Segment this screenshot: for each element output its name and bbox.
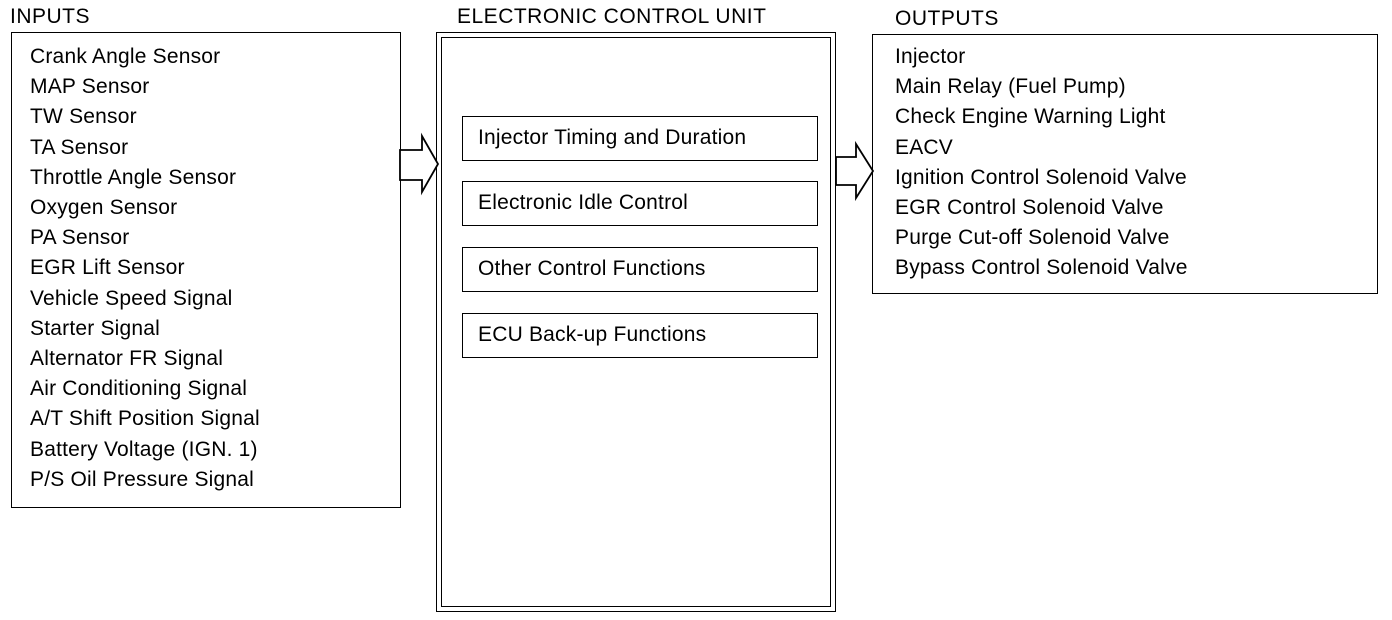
output-item: Injector	[895, 45, 966, 68]
input-item: Crank Angle Sensor	[30, 45, 221, 68]
input-item: Vehicle Speed Signal	[30, 286, 233, 310]
outputs-list: Injector Main Relay (Fuel Pump) Check En…	[895, 42, 1188, 284]
outputs-box: Injector Main Relay (Fuel Pump) Check En…	[872, 34, 1378, 294]
ecu-function-box: Electronic Idle Control	[462, 181, 818, 226]
input-item: Battery Voltage (IGN. 1)	[30, 437, 258, 461]
input-item: P/S Oil Pressure Signal	[30, 467, 255, 491]
inputs-title: INPUTS	[10, 5, 91, 28]
output-item: Check Engine Warning Light	[895, 105, 1166, 129]
input-item: TW Sensor	[30, 105, 137, 129]
ecu-box: Injector Timing and Duration Electronic …	[436, 32, 836, 612]
ecu-inner-frame: Injector Timing and Duration Electronic …	[441, 37, 831, 607]
input-item: MAP Sensor	[30, 75, 150, 99]
input-to-ecu-arrow-icon	[399, 132, 440, 196]
input-item: Throttle Angle Sensor	[30, 165, 237, 189]
input-item: EGR Lift Sensor	[30, 256, 185, 280]
output-item: Purge Cut-off Solenoid Valve	[895, 226, 1170, 250]
input-item: TA Sensor	[30, 135, 129, 159]
ecu-function-box: Injector Timing and Duration	[462, 116, 818, 161]
ecu-function-box: ECU Back-up Functions	[462, 313, 818, 358]
output-item: Main Relay (Fuel Pump)	[895, 75, 1126, 99]
input-item: Starter Signal	[30, 316, 161, 340]
inputs-box: Crank Angle Sensor MAP Sensor TW Sensor …	[11, 32, 401, 508]
outputs-title: OUTPUTS	[895, 7, 999, 30]
input-item: PA Sensor	[30, 226, 130, 250]
input-item: Oxygen Sensor	[30, 196, 178, 220]
input-item: Air Conditioning Signal	[30, 377, 248, 401]
ecu-to-output-arrow-icon	[835, 140, 875, 202]
ecu-function-box: Other Control Functions	[462, 247, 818, 292]
inputs-list: Crank Angle Sensor MAP Sensor TW Sensor …	[30, 42, 260, 495]
output-item: EACV	[895, 135, 953, 159]
input-item: Alternator FR Signal	[30, 347, 224, 371]
output-item: Bypass Control Solenoid Valve	[895, 256, 1188, 280]
output-item: Ignition Control Solenoid Valve	[895, 165, 1187, 189]
input-item: A/T Shift Position Signal	[30, 407, 260, 431]
ecu-title: ELECTRONIC CONTROL UNIT	[457, 5, 767, 28]
output-item: EGR Control Solenoid Valve	[895, 196, 1164, 220]
